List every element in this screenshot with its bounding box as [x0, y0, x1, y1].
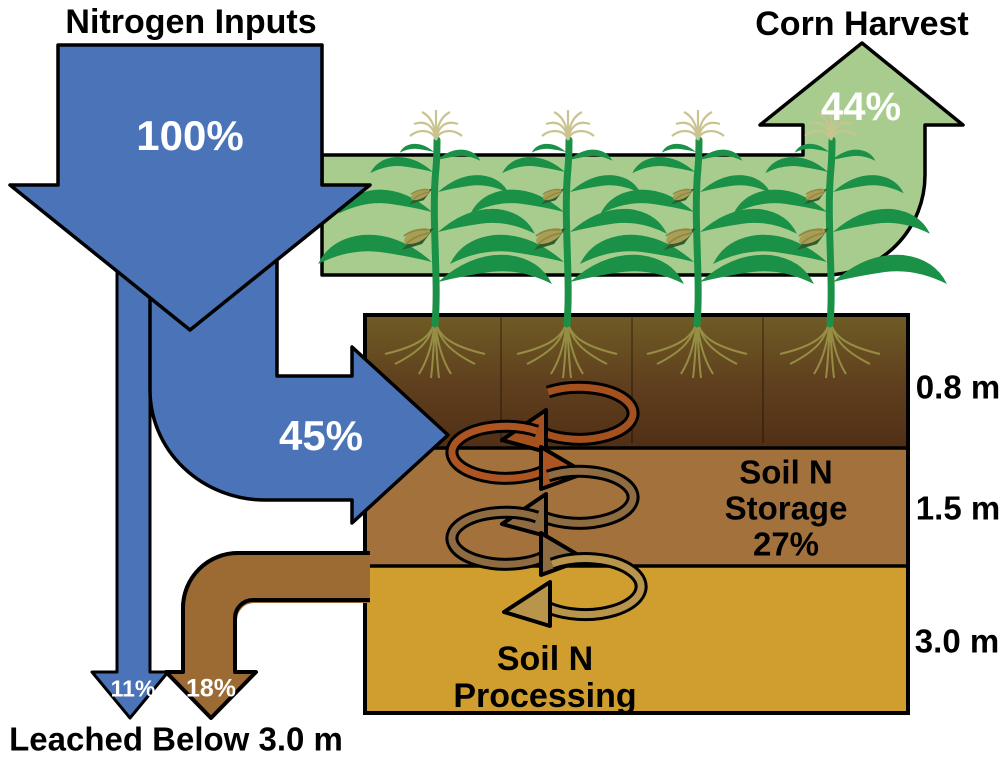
nitrogen-input-pct-label: 100% — [136, 112, 244, 159]
n-cycling-icon — [445, 505, 587, 577]
soil-n-storage-label-line1: Soil N — [739, 453, 833, 491]
soil-n-processing-label-line2: Processing — [453, 677, 637, 715]
leached-soil-pct-label: 18% — [185, 674, 237, 703]
depth-label-1-5m: 1.5 m — [915, 489, 1000, 527]
leached-below-label: Leached Below 3.0 m — [9, 720, 343, 758]
nitrogen-inputs-title: Nitrogen Inputs — [65, 3, 317, 41]
soil-layer-topsoil — [365, 315, 908, 448]
soil-transfer-pct-label: 45% — [278, 412, 364, 459]
soil-n-processing-label-line1: Soil N — [496, 640, 594, 678]
n-cycling-icon — [502, 552, 648, 628]
nitrogen-inputs-arrow — [8, 43, 372, 332]
corn-harvest-title: Corn Harvest — [755, 5, 969, 43]
leached-water-pct-label: 11% — [110, 675, 156, 702]
soil-n-storage-pct-label: 27% — [752, 525, 820, 563]
leached-soil-pipe-arrow — [164, 551, 370, 720]
soil-n-storage-label-line2: Storage — [724, 489, 848, 527]
soil-transfer-arrow — [148, 238, 450, 525]
depth-label-0-8m: 0.8 m — [915, 368, 1000, 406]
depth-label-3-0m: 3.0 m — [914, 622, 1000, 660]
corn-harvest-pct-label: 44% — [820, 85, 902, 129]
